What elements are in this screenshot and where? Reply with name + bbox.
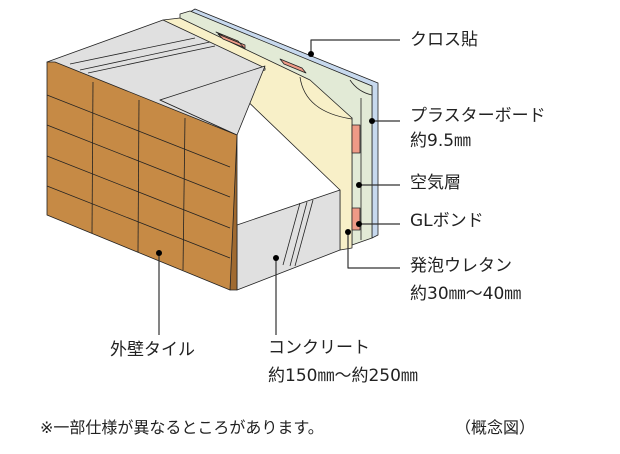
- concrete-cut-face: [159, 65, 266, 136]
- label-concrete-spec: 約150㎜～約250㎜: [268, 366, 418, 386]
- label-plasterboard-spec: 約9.5㎜: [410, 131, 472, 151]
- label-concrete: コンクリート: [268, 338, 370, 358]
- label-gl-bond: GLボンド: [410, 211, 484, 231]
- label-urethane: 発泡ウレタン: [410, 256, 512, 276]
- caption: （概念図）: [455, 418, 536, 437]
- tile-joints: [46, 81, 231, 271]
- tile-wall: [46, 61, 238, 291]
- label-tile: 外壁タイル: [110, 340, 195, 360]
- concrete-front-face: [236, 189, 341, 291]
- gl-bond-pads: [215, 31, 361, 231]
- label-plasterboard: プラスターボード: [410, 106, 546, 126]
- leader-dots: [156, 51, 375, 261]
- label-cloth: クロス貼: [410, 30, 478, 50]
- label-air-layer: 空気層: [410, 173, 461, 193]
- label-urethane-spec: 約30㎜～40㎜: [410, 284, 522, 304]
- leader-lines: [158, 39, 400, 335]
- footnote: ※一部仕様が異なるところがあります。: [40, 418, 324, 437]
